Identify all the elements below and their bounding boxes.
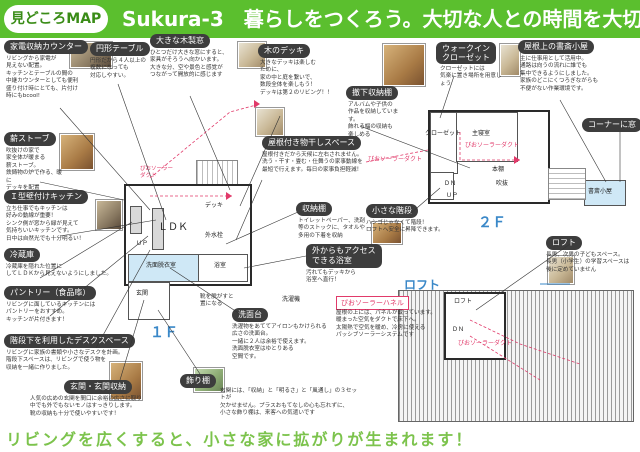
plan-2f-duct: ぴおソーラーダクト	[465, 142, 520, 149]
plan-1f-kitchen-counter	[152, 208, 164, 250]
point-pantry: パントリー（食品庫）	[4, 286, 97, 300]
plan-2f-master	[456, 112, 518, 162]
point-corner-window: コーナーに窓	[582, 118, 640, 132]
plan-2f-study-label: 書斎小屋	[588, 188, 613, 195]
page-title: Sukura-3 暮らしをつくろう。大切な人との時間を大切に。	[122, 7, 640, 31]
plan-2f-hall-label: 本棚	[492, 166, 505, 173]
point-stove: 薪ストーブ	[4, 132, 56, 146]
plan-2f-closet	[430, 112, 458, 174]
point-small-stairs-desc: ハシゴじゃなくて階段！ ロフトへ安全に昇降できます。	[366, 220, 444, 234]
photo-drying	[256, 108, 284, 136]
point-round-table: 円形テーブル	[90, 42, 150, 56]
plan-loft-duct: ぴおソーラーダクト	[458, 340, 513, 347]
point-round-table-desc: 円形だから４人以上の 複数になっても 対応しやすい。	[90, 58, 146, 79]
plan-2f-duct-side: ぴおソーラーダクト	[368, 156, 423, 163]
point-big-window: 大きな木製窓	[150, 34, 210, 48]
floor-2f-label: ２Ｆ	[478, 215, 506, 231]
point-storage-2f-desc: アルバムや子供の 作品を収納しています。 飾れる幅の収納も 楽しめる	[348, 102, 399, 138]
plan-1f-bath-label: 浴室	[214, 262, 227, 269]
point-entrance: 玄関・玄関収納	[64, 380, 132, 394]
plan-2f-master-label: 主寝室	[472, 130, 491, 137]
point-wood-deck: 木のデッキ	[258, 44, 310, 58]
plan-1f-storage: 外水栓	[205, 232, 224, 239]
photo-deck	[383, 44, 425, 86]
plan-1f-entrance-label: 玄関	[136, 290, 149, 297]
point-wood-deck-desc: 大きなデッキは楽しむ ために、 家の中と庭を繋いで、 数段全体を楽しもう！ デッ…	[260, 60, 333, 96]
point-desk-space-desc: リビングに家族の書類や小さなデスクを計画。 階段下スペースは、リビングで使う物を…	[6, 350, 124, 371]
point-big-window-desc: ひとつだけ大きな窓にすると、 家具がそろうへ向かいます。 大きな分、空や景色と感…	[150, 50, 228, 79]
point-ceiling-space: 屋根付き物干しスペース	[262, 136, 362, 150]
point-study: 屋根上の書斎小屋	[518, 40, 594, 54]
photo-loft	[548, 256, 574, 284]
point-entrance-storage-desc: 靴を脱がすと 置になる	[200, 294, 234, 308]
point-loft-desc: 長男、次男の子どもスペース。 長男（小学生）の学習スペースは 後に定めていません	[546, 252, 630, 273]
plan-2f-dn: ＤＮ	[444, 180, 457, 187]
plan-loft	[444, 292, 506, 360]
point-kitchen-counter: 家電収納カウンター	[4, 40, 88, 54]
plan-1f-deck: デッキ	[205, 202, 224, 209]
floor-1f-label: １Ｆ	[150, 325, 178, 341]
point-washbasin: 洗面台	[232, 308, 268, 322]
photo-kitchen	[96, 200, 122, 230]
point-storage-2f: 撤下収納棚	[346, 86, 398, 100]
photo-closet	[500, 44, 520, 76]
plan-2f-stairs	[430, 172, 454, 200]
point-wash-tag: 洗濯機	[282, 296, 301, 303]
point-bath-access: 外からもアクセス できる浴室	[306, 244, 382, 268]
plan-2f-closet-label: クローゼット	[425, 130, 462, 137]
point-walkin-desc: クローゼットには 気楽に置き場所を用意しょう	[440, 66, 502, 87]
plan-1f-duct: ぴおソーラー ダクト	[140, 166, 174, 179]
plan-1f-up: ＵＰ	[136, 240, 149, 247]
floor-loft-label: ロフト	[404, 278, 441, 292]
point-walkin: ウォークイン クローゼット	[436, 42, 496, 64]
point-fridge: 冷蔵庫	[4, 248, 40, 262]
plan-2f-roof-deck	[548, 168, 586, 200]
point-bath-access-desc: 汚れてもデッキから 浴室へ直行！	[306, 270, 356, 284]
plan-1f-fridge	[130, 206, 142, 234]
point-io-kitchen-desc: 立ち仕事でもキッチンは 好みの動線が重要！ シンク側が窓から緑が見えて 気持ちい…	[6, 206, 85, 242]
plan-1f-entrance	[128, 282, 170, 320]
point-kitchen-counter-desc: リビングから家電が 見えない配置。 キッチンとテーブルの間の 中継カウンターとし…	[6, 56, 79, 100]
point-storage-desc: トイレットペーパー、洗剤 等のストックに、タオルや 多用の下着を収納	[298, 218, 366, 239]
point-fridge-desc: 冷蔵庫を隠れた位置に してＬＤＫから見えないようにしました。	[6, 264, 113, 278]
point-lighting-desc: 玄関には、「収納」と「明るさ」と「風通し」の３セットが 欠かせません。プラスおも…	[220, 388, 358, 417]
point-solar-desc: 屋根の上には、パネルが載っています。 暖まった空気をダクトで床下へ。 太陽熱で空…	[336, 310, 436, 339]
point-ceiling-space-desc: 屋根付きだから天候に左右されません。 洗う・干す・畳む・仕舞うの家事動線を 最短…	[262, 152, 363, 173]
point-lighting: 飾り棚	[180, 374, 216, 388]
plan-2f-up: ＵＰ	[446, 192, 459, 199]
map-badge: 見どころMAP	[4, 5, 108, 33]
plan-1f-wash-label: 洗面脱衣室	[146, 262, 177, 269]
header-bar: 見どころMAP Sukura-3 暮らしをつくろう。大切な人との時間を大切に。	[0, 0, 640, 38]
footer-slogan: リビングを広くすると、小さな家に拡がりが生まれます！	[6, 430, 474, 449]
point-io-kitchen: Ｉ型壁付けキッチン	[4, 190, 88, 204]
point-pantry-desc: リビングに面しているキッチンには パントリーをおすすめ。 キッチンが片付きます！	[6, 302, 96, 323]
point-storage: 収納棚	[296, 202, 332, 216]
point-loft: ロフト	[546, 236, 582, 250]
point-solar: ぴおソーラーハネル	[336, 296, 409, 310]
point-study-desc: 主に仕事用として活用中。 通路は向うの流れに誰でも 集中できるようにしました。 …	[520, 56, 599, 92]
point-small-stairs: 小さな階段	[366, 204, 418, 218]
photo-stairs	[372, 222, 402, 244]
roof-panels	[398, 290, 634, 422]
plan-2f-fukinuke: 吹抜	[496, 180, 509, 187]
plan-loft-dn: ＤＮ	[452, 326, 465, 333]
point-stove-desc: 吹抜けの家で 家全体が暖まる 薪ストーブ。 鉄鋳物の炉で作る、暖に デッキを配置	[6, 148, 62, 192]
point-washbasin-desc: 洗濯物をあててアイロンもかけられる 広さの洗面台。 一緒に２人は余裕で使えます。…	[232, 324, 327, 360]
plan-loft-label: ロフト	[454, 298, 473, 305]
plan-1f-ldk: ＬＤＫ	[158, 222, 188, 233]
plan-1f-bath	[198, 254, 248, 282]
point-entrance-desc: 人気の広めの玄関を間口に余裕の広さに取り 中でも外でもないモノはすっきりします。…	[30, 396, 142, 417]
